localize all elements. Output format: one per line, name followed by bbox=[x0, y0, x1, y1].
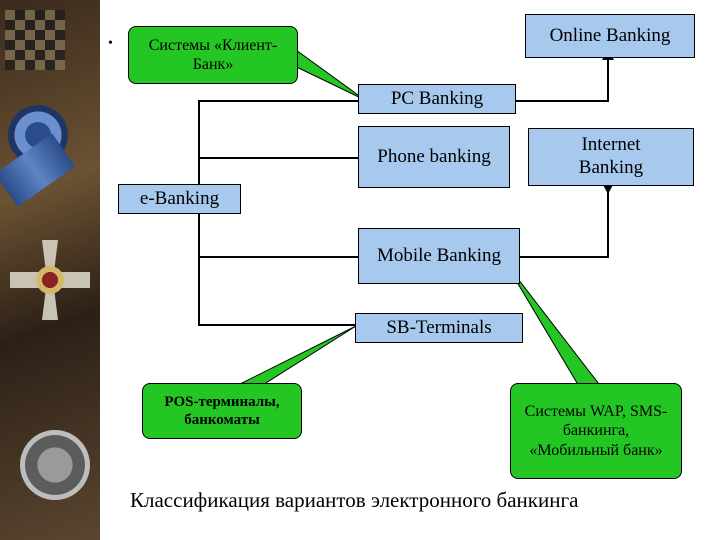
diagram-caption: Классификация вариантов электронного бан… bbox=[130, 488, 579, 512]
node-online-banking: Online Banking bbox=[525, 14, 695, 58]
callout-pointer-pos bbox=[231, 325, 357, 389]
medal-center bbox=[36, 266, 64, 294]
callout-wap-sms: Системы WAP, SMS-банкинга, «Мобильный ба… bbox=[510, 383, 682, 479]
connector-mobile-internet bbox=[520, 256, 608, 258]
connector-pc bbox=[198, 100, 358, 102]
node-internet-banking: Internet Banking bbox=[528, 128, 694, 186]
node-sb-terminals: SB-Terminals bbox=[355, 313, 523, 343]
vertical-right-bottom bbox=[607, 185, 609, 258]
bullet-point: • bbox=[108, 36, 113, 51]
node-e-banking: e-Banking bbox=[118, 184, 241, 214]
node-pc-banking: PC Banking bbox=[358, 84, 516, 114]
connector-sb bbox=[198, 324, 358, 326]
node-phone-banking: Phone banking bbox=[358, 126, 510, 188]
compass-coin bbox=[20, 430, 90, 500]
node-mobile-banking: Mobile Banking bbox=[358, 228, 520, 284]
chessboard-pattern bbox=[5, 10, 65, 70]
callout-client-bank: Системы «Клиент-Банк» bbox=[128, 26, 298, 84]
decorative-sidebar-image bbox=[0, 0, 100, 540]
connector-mobile bbox=[198, 256, 358, 258]
connector-pc-online bbox=[516, 100, 608, 102]
connector-phone bbox=[198, 157, 358, 159]
vertical-right-top bbox=[607, 58, 609, 102]
callout-pos-terminals: POS-терминалы, банкоматы bbox=[142, 383, 302, 439]
